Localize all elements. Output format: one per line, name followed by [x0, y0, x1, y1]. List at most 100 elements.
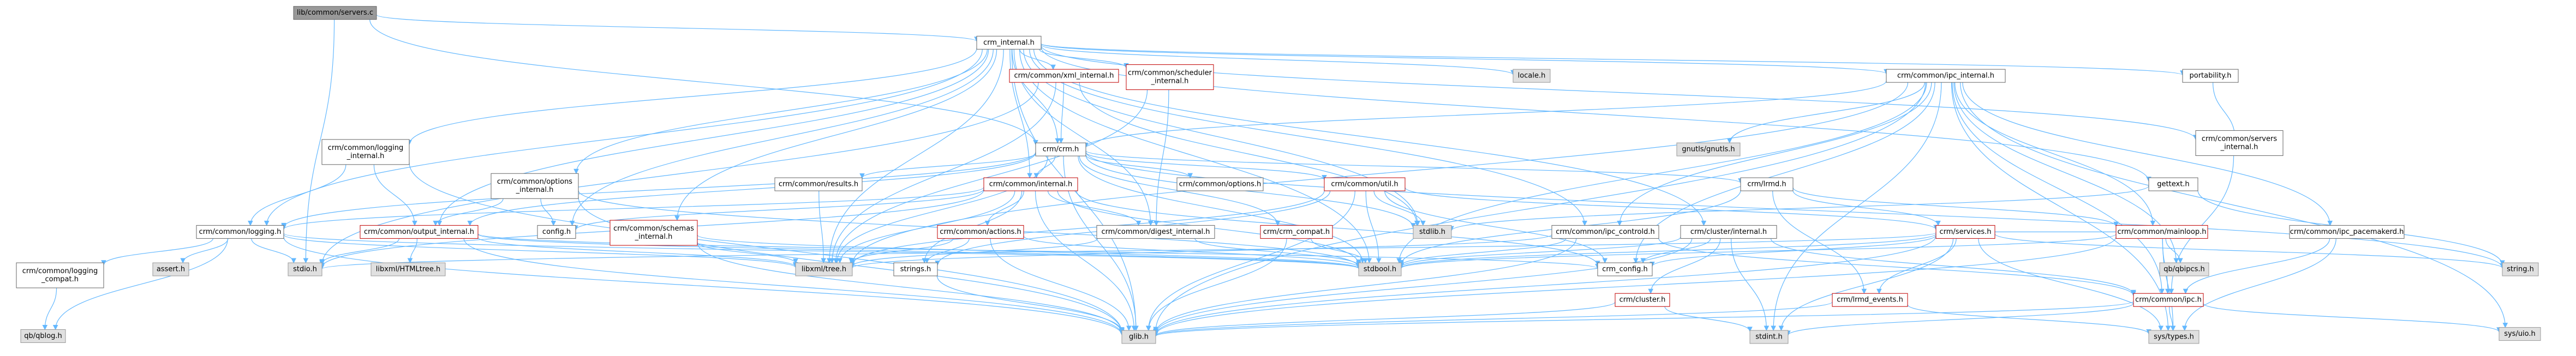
node-util-h[interactable]: crm/common/util.h: [1324, 177, 1406, 191]
node-label: crm/common/mainloop.h: [2118, 228, 2207, 236]
node-qb-ipcs-h[interactable]: qb/qbipcs.h: [2159, 262, 2209, 276]
node-output-internal-h[interactable]: crm/common/output_internal.h: [360, 225, 479, 239]
node-gettext-h[interactable]: gettext.h: [2148, 177, 2198, 191]
node-label: crm/common/digest_internal.h: [1101, 228, 1210, 236]
node-actions-h[interactable]: crm/common/actions.h: [937, 225, 1024, 239]
edge-arrowhead: [248, 220, 253, 226]
node-crm-internal-h[interactable]: crm_internal.h: [976, 35, 1042, 50]
node-ipc-controld-h[interactable]: crm/common/ipc_controld.h: [1551, 225, 1659, 239]
edge-arrowhead: [1050, 64, 1056, 70]
node-options-internal-h[interactable]: crm/common/options_internal.h: [491, 173, 579, 199]
node-digest-internal-h[interactable]: crm/common/digest_internal.h: [1096, 225, 1215, 239]
edge-crm-internal-h-to-xml-internal-h: [1019, 49, 1056, 70]
edge-line: [697, 242, 1122, 334]
node-lrmd-events-h[interactable]: crm/lrmd_events.h: [1832, 293, 1908, 307]
edge-arrowhead: [1633, 258, 1639, 264]
node-string-h[interactable]: string.h: [2502, 262, 2539, 276]
edge-line: [409, 162, 1122, 333]
edge-ipc-internal-h-to-crm-config-h: [1633, 82, 1935, 264]
edge-line: [1155, 238, 1577, 334]
node-servers-internal-h[interactable]: crm/common/servers_internal.h: [2195, 130, 2284, 156]
edge-line: [1148, 191, 1355, 331]
edge-servers-c-to-stdio-h: [303, 19, 335, 264]
node-crm-h[interactable]: crm/crm.h: [1035, 142, 1086, 156]
node-box: [1513, 69, 1551, 83]
edge-arrowhead: [264, 220, 270, 226]
node-label: libxml/tree.h: [802, 266, 846, 274]
node-sys-types-h[interactable]: sys/types.h: [2148, 330, 2200, 344]
edge-crm-compat-h-to-glib-h: [1146, 238, 1287, 331]
node-stdint-h[interactable]: stdint.h: [1749, 330, 1789, 344]
node-libxml-HTMLtree-h[interactable]: libxml/HTMLtree.h: [370, 262, 446, 276]
edge-line: [477, 234, 1359, 269]
edge-line: [1041, 44, 1514, 75]
node-cluster-h[interactable]: crm/cluster.h: [1615, 293, 1670, 307]
node-glib-h[interactable]: glib.h: [1121, 330, 1156, 344]
edge-options-internal-h-to-config-h: [540, 198, 557, 226]
node-cluster-internal-h[interactable]: crm/cluster/internal.h: [1680, 225, 1777, 239]
edge-line: [990, 238, 1129, 331]
node-label: crm/lrmd.h: [1747, 180, 1786, 189]
edge-services-h-to-string-h: [1994, 233, 2505, 269]
edge-arrowhead: [1726, 138, 1732, 144]
node-crm-config-h[interactable]: crm_config.h: [1597, 262, 1653, 276]
node-stdio-h[interactable]: stdio.h: [288, 262, 322, 276]
node-internal-h[interactable]: crm/common/internal.h: [983, 177, 1078, 191]
edge-line: [1155, 300, 2134, 337]
node-gnutls-h[interactable]: gnutls/gnutls.h: [1676, 142, 1741, 156]
edge-ipc-internal-h-to-sys-types-h: [1951, 82, 2171, 331]
edge-arrowhead: [793, 258, 798, 264]
node-config-h[interactable]: config.h: [537, 225, 576, 239]
edge-services-h-to-lrmd-events-h: [1876, 238, 1957, 294]
node-strings-h[interactable]: strings.h: [893, 262, 938, 276]
node-xml-internal-h[interactable]: crm/common/xml_internal.h: [1009, 69, 1119, 83]
edge-crm-internal-h-to-ipc-controld-h: [1029, 49, 1588, 226]
edge-actions-h-to-libxml-tree-h: [848, 238, 954, 264]
node-ipc-pacemakerd-h[interactable]: crm/common/ipc_pacemakerd.h: [2289, 225, 2405, 239]
node-label: _internal.h: [635, 233, 673, 241]
node-sys-uio-h[interactable]: sys/uio.h: [2499, 327, 2541, 341]
node-logging-internal-h[interactable]: crm/common/logging_internal.h: [321, 139, 410, 165]
node-label: crm/common/output_internal.h: [364, 228, 474, 236]
edge-crm-internal-h-to-options-internal-h: [573, 49, 988, 174]
node-portability-h[interactable]: portability.h: [2182, 69, 2239, 83]
node-schemas-internal-h[interactable]: crm/common/schemas_internal.h: [609, 220, 698, 246]
node-ipc-internal-h[interactable]: crm/common/ipc_internal.h: [1886, 69, 2006, 83]
node-mainloop-h[interactable]: crm/common/mainloop.h: [2115, 225, 2208, 239]
node-services-h[interactable]: crm/services.h: [1935, 225, 1995, 239]
edge-ipc-internal-h-to-ipc-h: [1952, 82, 2165, 294]
edge-logging-compat-h-to-qb-log-h: [42, 288, 57, 330]
node-box: [1680, 225, 1777, 239]
node-stdlib-h[interactable]: stdlib.h: [1413, 225, 1452, 239]
edge-lrmd-events-h-to-glib-h: [1153, 301, 1833, 337]
node-logging-h[interactable]: crm/common/logging.h: [196, 225, 284, 239]
node-libxml-tree-h[interactable]: libxml/tree.h: [795, 262, 853, 276]
edge-crm-internal-h-to-stdbool-h: [1019, 49, 1372, 264]
edge-line: [1085, 154, 1191, 178]
node-crm-compat-h[interactable]: crm/crm_compat.h: [1260, 225, 1333, 239]
node-assert-h[interactable]: assert.h: [152, 262, 189, 276]
edge-results-h-to-libxml-tree-h: [818, 191, 827, 264]
edge-line: [1085, 150, 1741, 184]
node-box: [2499, 327, 2541, 341]
edge-line: [1019, 49, 1054, 70]
node-scheduler-internal-h[interactable]: crm/common/scheduler_internal.h: [1126, 64, 1214, 90]
edge-cluster-h-to-stdint-h: [1664, 306, 1753, 332]
node-lrmd-h[interactable]: crm/lrmd.h: [1740, 177, 1794, 191]
node-qb-log-h[interactable]: qb/qblog.h: [20, 329, 66, 343]
edge-internal-h-to-digest-internal-h: [1047, 190, 1141, 226]
node-box: [1935, 225, 1995, 239]
node-logging-compat-h[interactable]: crm/common/logging_compat.h: [16, 262, 104, 288]
node-options-h[interactable]: crm/common/options.h: [1176, 177, 1264, 191]
edge-arrowhead: [848, 258, 854, 264]
edge-line: [1451, 185, 2149, 231]
node-ipc-h[interactable]: crm/common/ipc.h: [2133, 293, 2204, 307]
node-locale-h[interactable]: locale.h: [1513, 69, 1551, 83]
node-label: string.h: [2507, 266, 2534, 274]
edge-line: [283, 152, 1036, 228]
node-stdbool-h[interactable]: stdbool.h: [1358, 262, 1402, 276]
edge-mainloop-h-to-glib-h: [1153, 237, 2117, 336]
edge-arrowhead: [407, 258, 413, 264]
node-results-h[interactable]: crm/common/results.h: [774, 177, 863, 191]
node-box: [321, 139, 410, 165]
